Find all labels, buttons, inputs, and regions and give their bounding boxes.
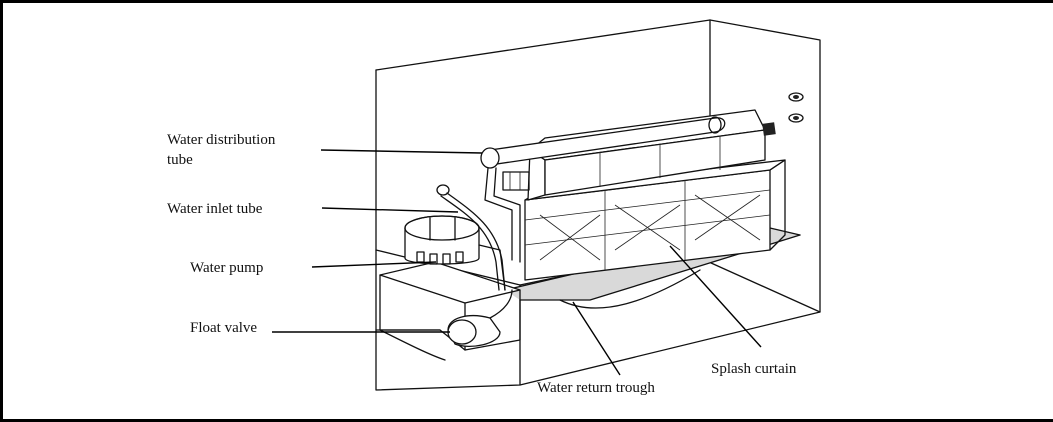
label-splash-curtain: Splash curtain xyxy=(711,359,796,379)
label-float-valve: Float valve xyxy=(190,318,257,338)
label-water-pump: Water pump xyxy=(190,258,263,278)
leader-water-inlet-tube xyxy=(322,208,458,212)
label-water-inlet-tube: Water inlet tube xyxy=(167,199,262,219)
label-water-return-trough: Water return trough xyxy=(537,378,655,398)
leader-water-distribution-tube xyxy=(321,150,482,153)
leader-water-return-trough xyxy=(573,302,620,375)
label-water-distribution-tube: Water distribution tube xyxy=(167,130,275,170)
pump-base xyxy=(380,262,520,360)
